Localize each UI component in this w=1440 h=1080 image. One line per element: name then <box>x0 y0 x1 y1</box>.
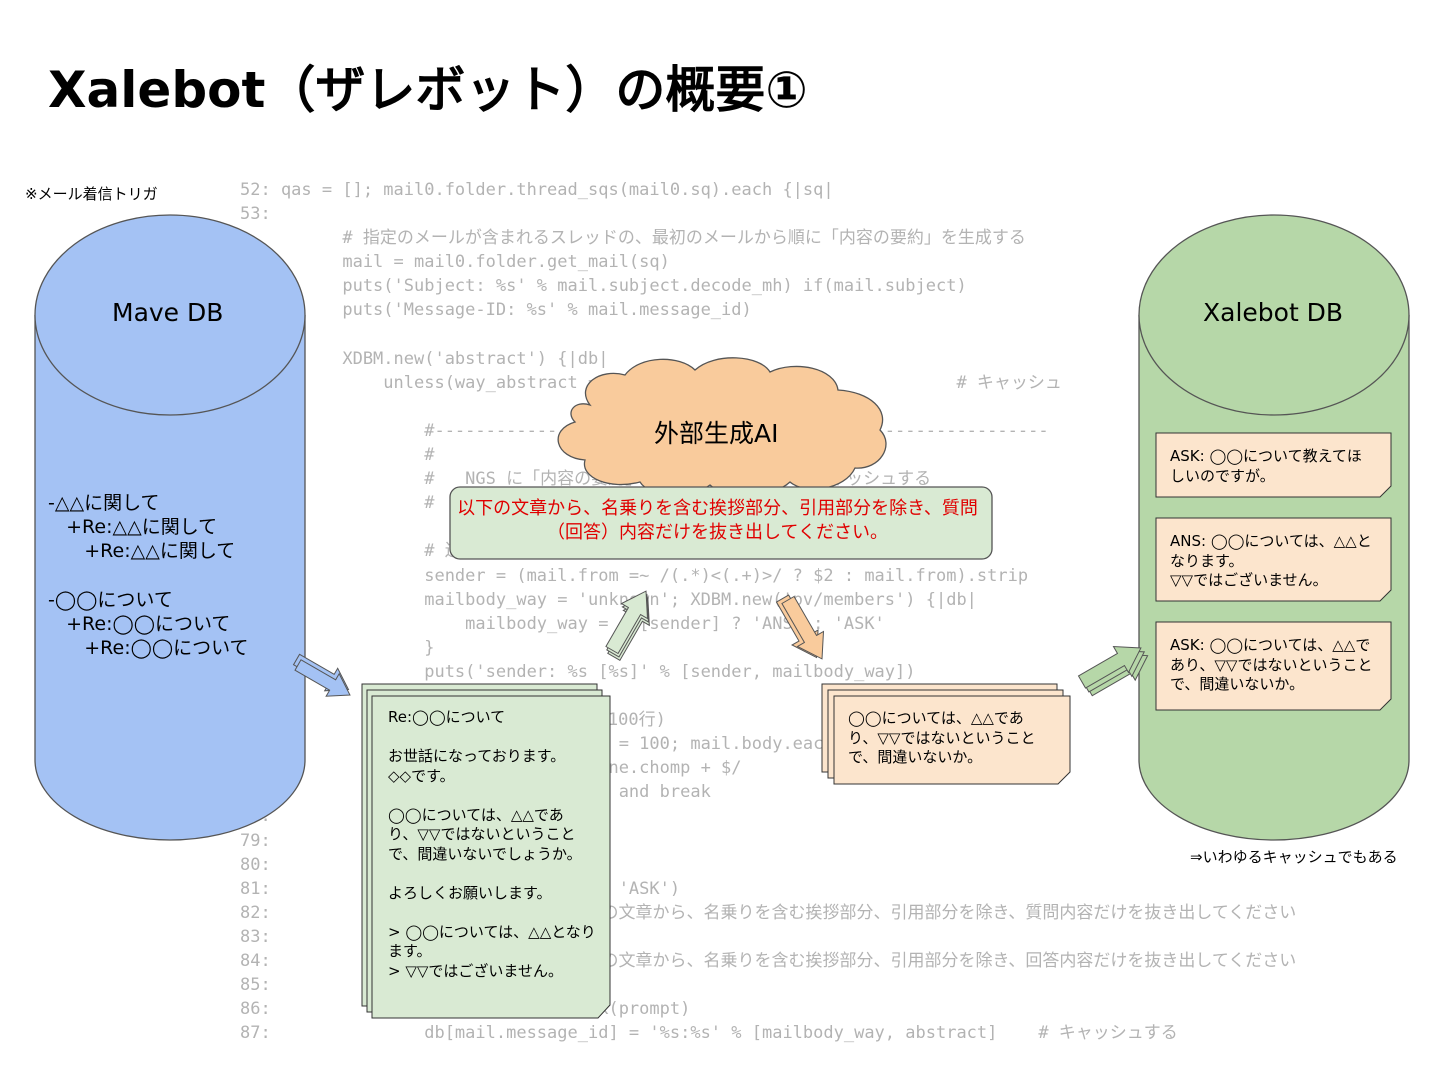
code-line: # 指定のメールが含まれるスレッドの、最初のメールから順に「内容の要約」を生成す… <box>240 228 1026 249</box>
code-line: puts('Subject: %s' % mail.subject.decode… <box>240 276 967 297</box>
thread-line: +Re:△△に関して <box>48 540 236 563</box>
ai-prompt-text: 以下の文章から、名乗りを含む挨拶部分、引用部分を除き、質問（回答）内容だけを抜き… <box>457 498 978 543</box>
mail-line: > ▽▽ではございません。 <box>388 961 563 980</box>
ai-cloud <box>557 357 887 497</box>
mail-line <box>388 728 603 748</box>
code-line: mail = mail0.folder.get_mail(sq) <box>240 252 670 273</box>
mail-thread-list: -△△に関して +Re:△△に関して +Re:△△に関して -◯◯について +R… <box>48 491 249 660</box>
thread-line: +Re:◯◯について <box>48 637 249 660</box>
code-line: } <box>240 637 435 658</box>
code-line: sender = (mail.from =~ /(.*)<(.+)>/ ? $2… <box>240 565 1029 586</box>
code-line: puts('sender: %s [%s]' % [sender, mailbo… <box>240 661 916 682</box>
mail-document-stack <box>361 683 611 1019</box>
xalebot-entry: ANS: ◯◯については、△△となります。 ▽▽ではございません。 <box>1170 532 1372 589</box>
code-line: XDBM.new('abstract') {|db| <box>240 348 609 369</box>
summary-text: ◯◯については、△△であり、▽▽ではないということで、間違いないか。 <box>848 709 1036 766</box>
mail-line: Re:◯◯について <box>388 708 506 726</box>
mail-line: お世話になっております。 <box>388 747 566 765</box>
thread-line: -△△に関して <box>48 492 160 514</box>
mail-line <box>388 786 603 806</box>
page-title: Xalebot（ザレボット）の概要① <box>48 61 808 119</box>
mave-db-label: Mave DB <box>112 298 224 327</box>
mave-db-cylinder <box>34 214 306 841</box>
code-line: # <box>240 445 435 466</box>
xalebot-notes <box>1155 432 1392 711</box>
mail-line: > ◯◯については、△△となります。 <box>388 922 596 961</box>
arrow-ai-to-summary <box>775 594 825 660</box>
xalebot-entry: ASK: ◯◯について教えてほしいのですが。 <box>1170 447 1362 485</box>
code-line: 87: db[mail.message_id] = '%s:%s' % [mai… <box>240 1023 1178 1044</box>
arrow-summary-to-xalebot <box>1077 645 1149 697</box>
mail-document-text: Re:◯◯について お世話になっております。 ◇◇です。 ◯◯については、△△で… <box>388 708 603 981</box>
code-line: 52: qas = []; mail0.folder.thread_sqs(ma… <box>240 180 834 200</box>
mail-line: ◯◯については、△△であり、▽▽ではないということで、間違いないでしょうか。 <box>388 805 582 863</box>
code-line: 53: <box>240 204 271 225</box>
mail-line: よろしくお願いします。 <box>388 883 552 902</box>
ai-label: 外部生成AI <box>654 419 779 448</box>
mail-line <box>388 903 603 923</box>
thread-line: -◯◯について <box>48 588 173 611</box>
code-line: # <box>240 493 435 514</box>
prompt-box <box>449 486 993 560</box>
summary-document-stack <box>821 683 1071 785</box>
trigger-note: ※メール着信トリガ <box>25 185 158 203</box>
cache-note: ⇒いわゆるキャッシュでもある <box>1190 848 1398 866</box>
thread-line: +Re:◯◯について <box>48 613 231 635</box>
thread-line <box>48 564 249 588</box>
mail-line: ◇◇です。 <box>388 766 455 785</box>
code-line: 79: <box>240 830 271 851</box>
mail-line <box>388 864 603 884</box>
xalebot-db-label: Xalebot DB <box>1203 298 1344 327</box>
thread-line: +Re:△△に関して <box>48 516 218 539</box>
arrow-mail-to-ai <box>605 590 650 662</box>
xalebot-entry: ASK: ◯◯については、△△であり、▽▽ではないということで、間違いないか。 <box>1170 636 1373 693</box>
arrow-mave-to-mail <box>292 653 351 697</box>
code-line: mailbody_way = 'unknown'; XDBM.new('pv/m… <box>240 589 977 610</box>
code-line: puts('Message-ID: %s' % mail.message_id) <box>240 300 752 321</box>
